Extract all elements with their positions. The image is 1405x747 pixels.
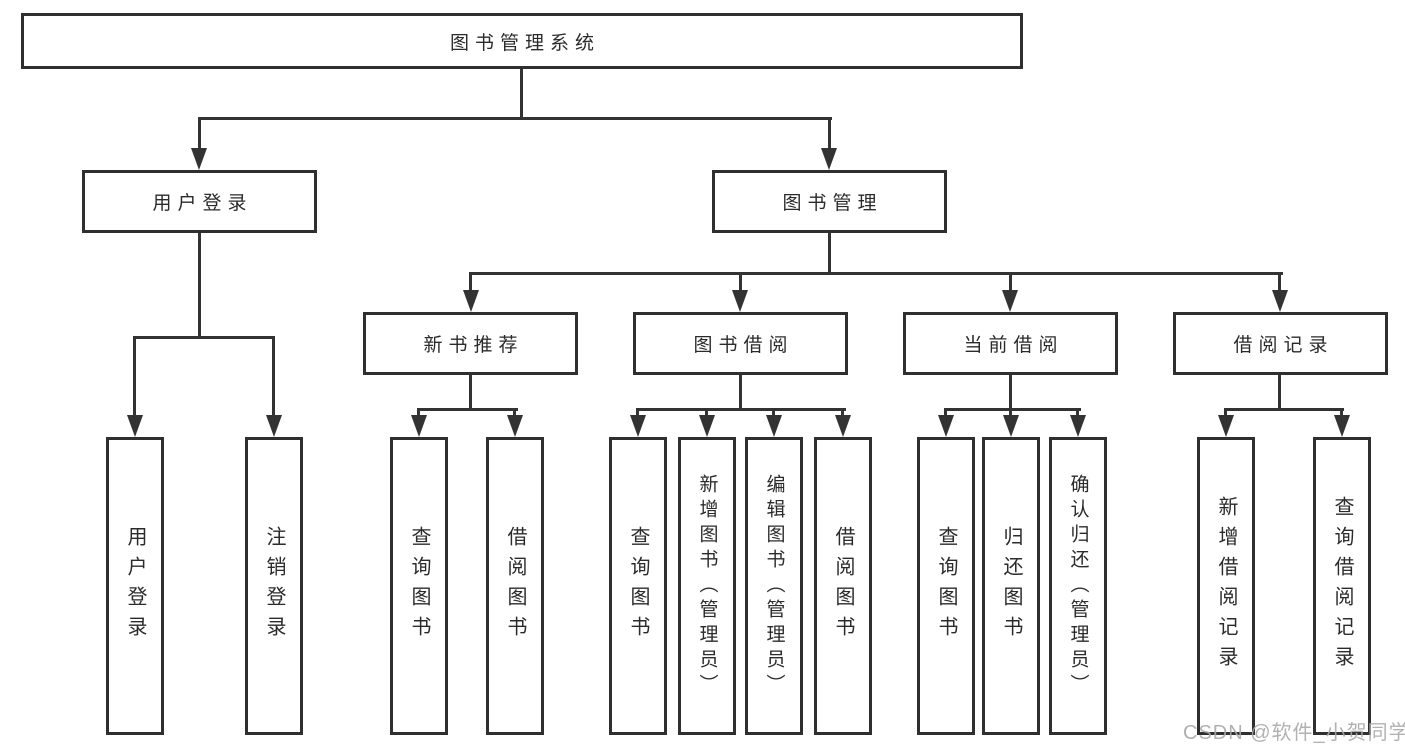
arrow-down-icon [766,415,782,437]
arrow-down-icon [630,415,646,437]
connector-line [1009,272,1012,294]
leaf-label: 确认归还（管理员） [1067,473,1089,699]
arrow-down-icon [938,415,954,437]
leaf-edit-book-admin: 编辑图书（管理员） [745,437,803,735]
node-book-borrowing: 图书借阅 [633,312,848,375]
arrow-down-icon [1334,415,1350,437]
leaf-label: 查询图书 [627,526,649,646]
node-user-login: 用户登录 [82,170,317,233]
leaf-confirm-return-admin: 确认归还（管理员） [1049,437,1107,735]
connector-line [417,408,420,420]
connector-line [133,336,275,339]
arrow-down-icon [191,148,207,170]
connector-line [513,408,516,420]
connector-line [1224,408,1227,420]
connector-line [828,233,831,275]
arrow-down-icon [821,148,837,170]
node-borrowing-records: 借阅记录 [1173,312,1388,375]
connector-line [198,233,201,339]
leaf-label: 查询图书 [935,526,957,646]
node-book-management: 图书管理 [712,170,947,233]
leaf-label: 借阅图书 [832,526,854,646]
arrow-down-icon [699,415,715,437]
leaf-query-books-current: 查询图书 [917,437,975,735]
connector-line [469,272,1283,275]
connector-line [1076,408,1079,420]
node-label: 图书管理 [782,193,883,214]
connector-line [198,117,201,152]
connector-line [1224,408,1344,411]
leaf-borrow-books: 借阅图书 [814,437,872,735]
node-label: 借阅记录 [1233,335,1334,356]
leaf-logout: 注销登录 [245,437,303,735]
connector-line [198,117,832,120]
connector-line [272,336,275,418]
connector-line [1278,272,1281,294]
leaf-label: 新增图书（管理员） [696,473,718,699]
leaf-query-books-borrowing: 查询图书 [609,437,667,735]
node-library-management-system: 图书管理系统 [21,13,1023,69]
connector-line [944,408,947,420]
node-label: 用户登录 [152,193,253,214]
leaf-label: 编辑图书（管理员） [763,473,785,699]
connector-line [469,272,472,294]
leaf-label: 查询图书 [408,526,430,646]
connector-line [520,69,523,120]
connector-line [772,408,775,420]
leaf-add-book-admin: 新增图书（管理员） [678,437,736,735]
arrow-down-icon [507,415,523,437]
arrow-down-icon [1070,415,1086,437]
leaf-user-login: 用户登录 [106,437,164,735]
leaf-return-book: 归还图书 [982,437,1040,735]
connector-line [739,272,742,294]
node-label: 图书借阅 [693,335,794,356]
connector-line [841,408,844,420]
leaf-query-books-recommend: 查询图书 [390,437,448,735]
node-label: 图书管理系统 [449,32,600,54]
csdn-watermark: CSDN @软件_小贺同学 [1183,722,1405,744]
node-label: 新书推荐 [423,335,524,356]
arrow-down-icon [1003,415,1019,437]
arrow-down-icon [1272,290,1288,312]
connector-line [133,336,136,418]
arrow-down-icon [266,415,282,437]
node-label: 当前借阅 [963,335,1064,356]
node-current-borrowing: 当前借阅 [903,312,1118,375]
leaf-label: 查询借阅记录 [1331,496,1353,676]
leaf-label: 用户登录 [124,526,146,646]
connector-line [705,408,708,420]
leaf-label: 借阅图书 [504,526,526,646]
connector-line [1340,408,1343,420]
arrow-down-icon [127,415,143,437]
leaf-label: 注销登录 [263,526,285,646]
arrow-down-icon [835,415,851,437]
leaf-borrow-books-recommend: 借阅图书 [486,437,544,735]
connector-line [1278,375,1281,411]
connector-line [636,408,639,420]
leaf-label: 归还图书 [1000,526,1022,646]
arrow-down-icon [1002,290,1018,312]
connector-line [944,408,1081,411]
arrow-down-icon [1218,415,1234,437]
connector-line [739,375,742,411]
node-new-book-recommendation: 新书推荐 [363,312,578,375]
connector-line [636,408,846,411]
leaf-add-borrow-record: 新增借阅记录 [1197,437,1255,735]
leaf-label: 新增借阅记录 [1215,496,1237,676]
connector-line [828,117,831,152]
leaf-query-borrow-record: 查询借阅记录 [1313,437,1371,735]
connector-line [1009,408,1012,420]
arrow-down-icon [411,415,427,437]
arrow-down-icon [732,290,748,312]
connector-line [469,375,472,411]
connector-line [417,408,518,411]
connector-line [1009,375,1012,411]
arrow-down-icon [463,290,479,312]
